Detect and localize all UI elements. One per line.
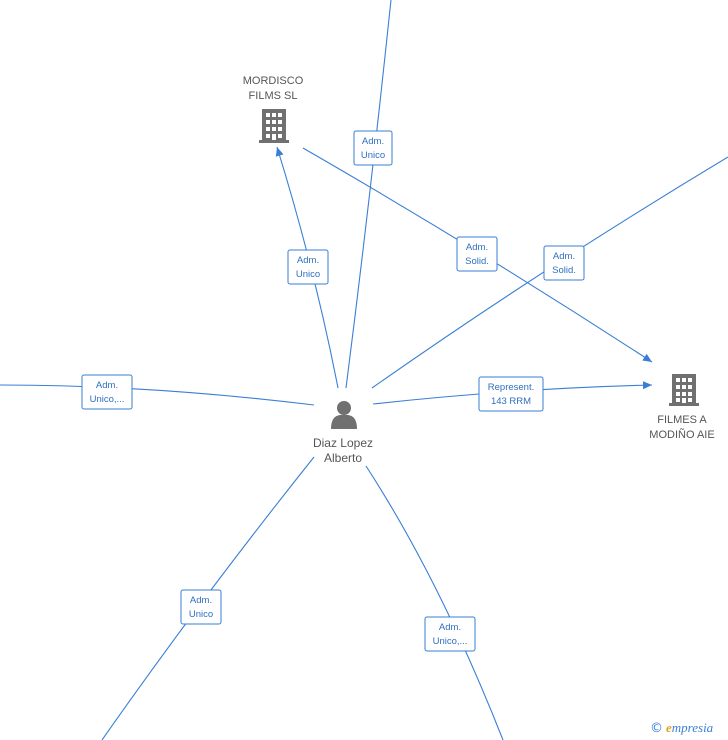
edge-label-line1: Adm. — [297, 255, 319, 266]
empresia-logo: ©empresia — [650, 720, 713, 736]
edge-label-left[interactable]: Adm. Unico,... — [81, 374, 133, 410]
edge-label-top[interactable]: Adm. Unico — [353, 130, 393, 166]
node-label-line1: Diaz Lopez — [313, 436, 373, 450]
edge-label-line1: Adm. — [466, 242, 488, 253]
copyright-symbol: © — [650, 721, 663, 736]
node-label-line2: MODIÑO AIE — [649, 428, 714, 441]
building-icon — [669, 374, 699, 406]
edge-label-line2: Unico,... — [90, 394, 125, 405]
edge-label-line2: Unico,... — [433, 636, 468, 647]
node-label-line1: FILMES A — [657, 414, 707, 426]
logo-name: mpresia — [671, 720, 714, 735]
edge-label-line2: Unico — [296, 269, 320, 280]
edge-label-line2: Unico — [189, 609, 213, 620]
node-label-line1: MORDISCO — [243, 75, 304, 87]
person-icon — [331, 401, 357, 429]
edge-label-line1: Adm. — [96, 380, 118, 391]
node-mordisco-films[interactable]: MORDISCO FILMS SL — [243, 75, 304, 143]
building-icon — [259, 109, 289, 143]
edge-label-line1: Adm. — [439, 622, 461, 633]
node-filmes-a-modino[interactable]: FILMES A MODIÑO AIE — [649, 374, 715, 441]
edge-label-lower-right[interactable]: Adm. Unico,... — [424, 616, 476, 652]
edge-label-line1: Represent. — [488, 382, 534, 393]
edge-label-mordisco-filmes[interactable]: Adm. Solid. — [456, 236, 498, 272]
node-diaz-lopez-alberto[interactable]: Diaz Lopez Alberto — [313, 401, 373, 465]
node-label-line2: Alberto — [324, 451, 362, 465]
edge-label-line2: Solid. — [465, 256, 489, 267]
edge-label-line1: Adm. — [190, 595, 212, 606]
edge-label-upper-right[interactable]: Adm. Solid. — [543, 245, 585, 281]
edge-top — [345, 0, 392, 389]
edge-label-line2: Solid. — [552, 265, 576, 276]
edge-label-line1: Adm. — [553, 251, 575, 262]
edge-lower-right — [365, 465, 504, 740]
edge-label-lower-left[interactable]: Adm. Unico — [180, 589, 222, 625]
edge-label-line2: 143 RRM — [491, 396, 531, 407]
node-label-line2: FILMS SL — [249, 90, 298, 102]
edge-label-to-mordisco[interactable]: Adm. Unico — [287, 249, 329, 285]
edge-label-line2: Unico — [361, 150, 385, 161]
edge-label-to-filmes[interactable]: Represent. 143 RRM — [478, 376, 544, 412]
edge-left — [0, 384, 315, 406]
edge-label-line1: Adm. — [362, 136, 384, 147]
logo-initial: e — [666, 720, 672, 735]
